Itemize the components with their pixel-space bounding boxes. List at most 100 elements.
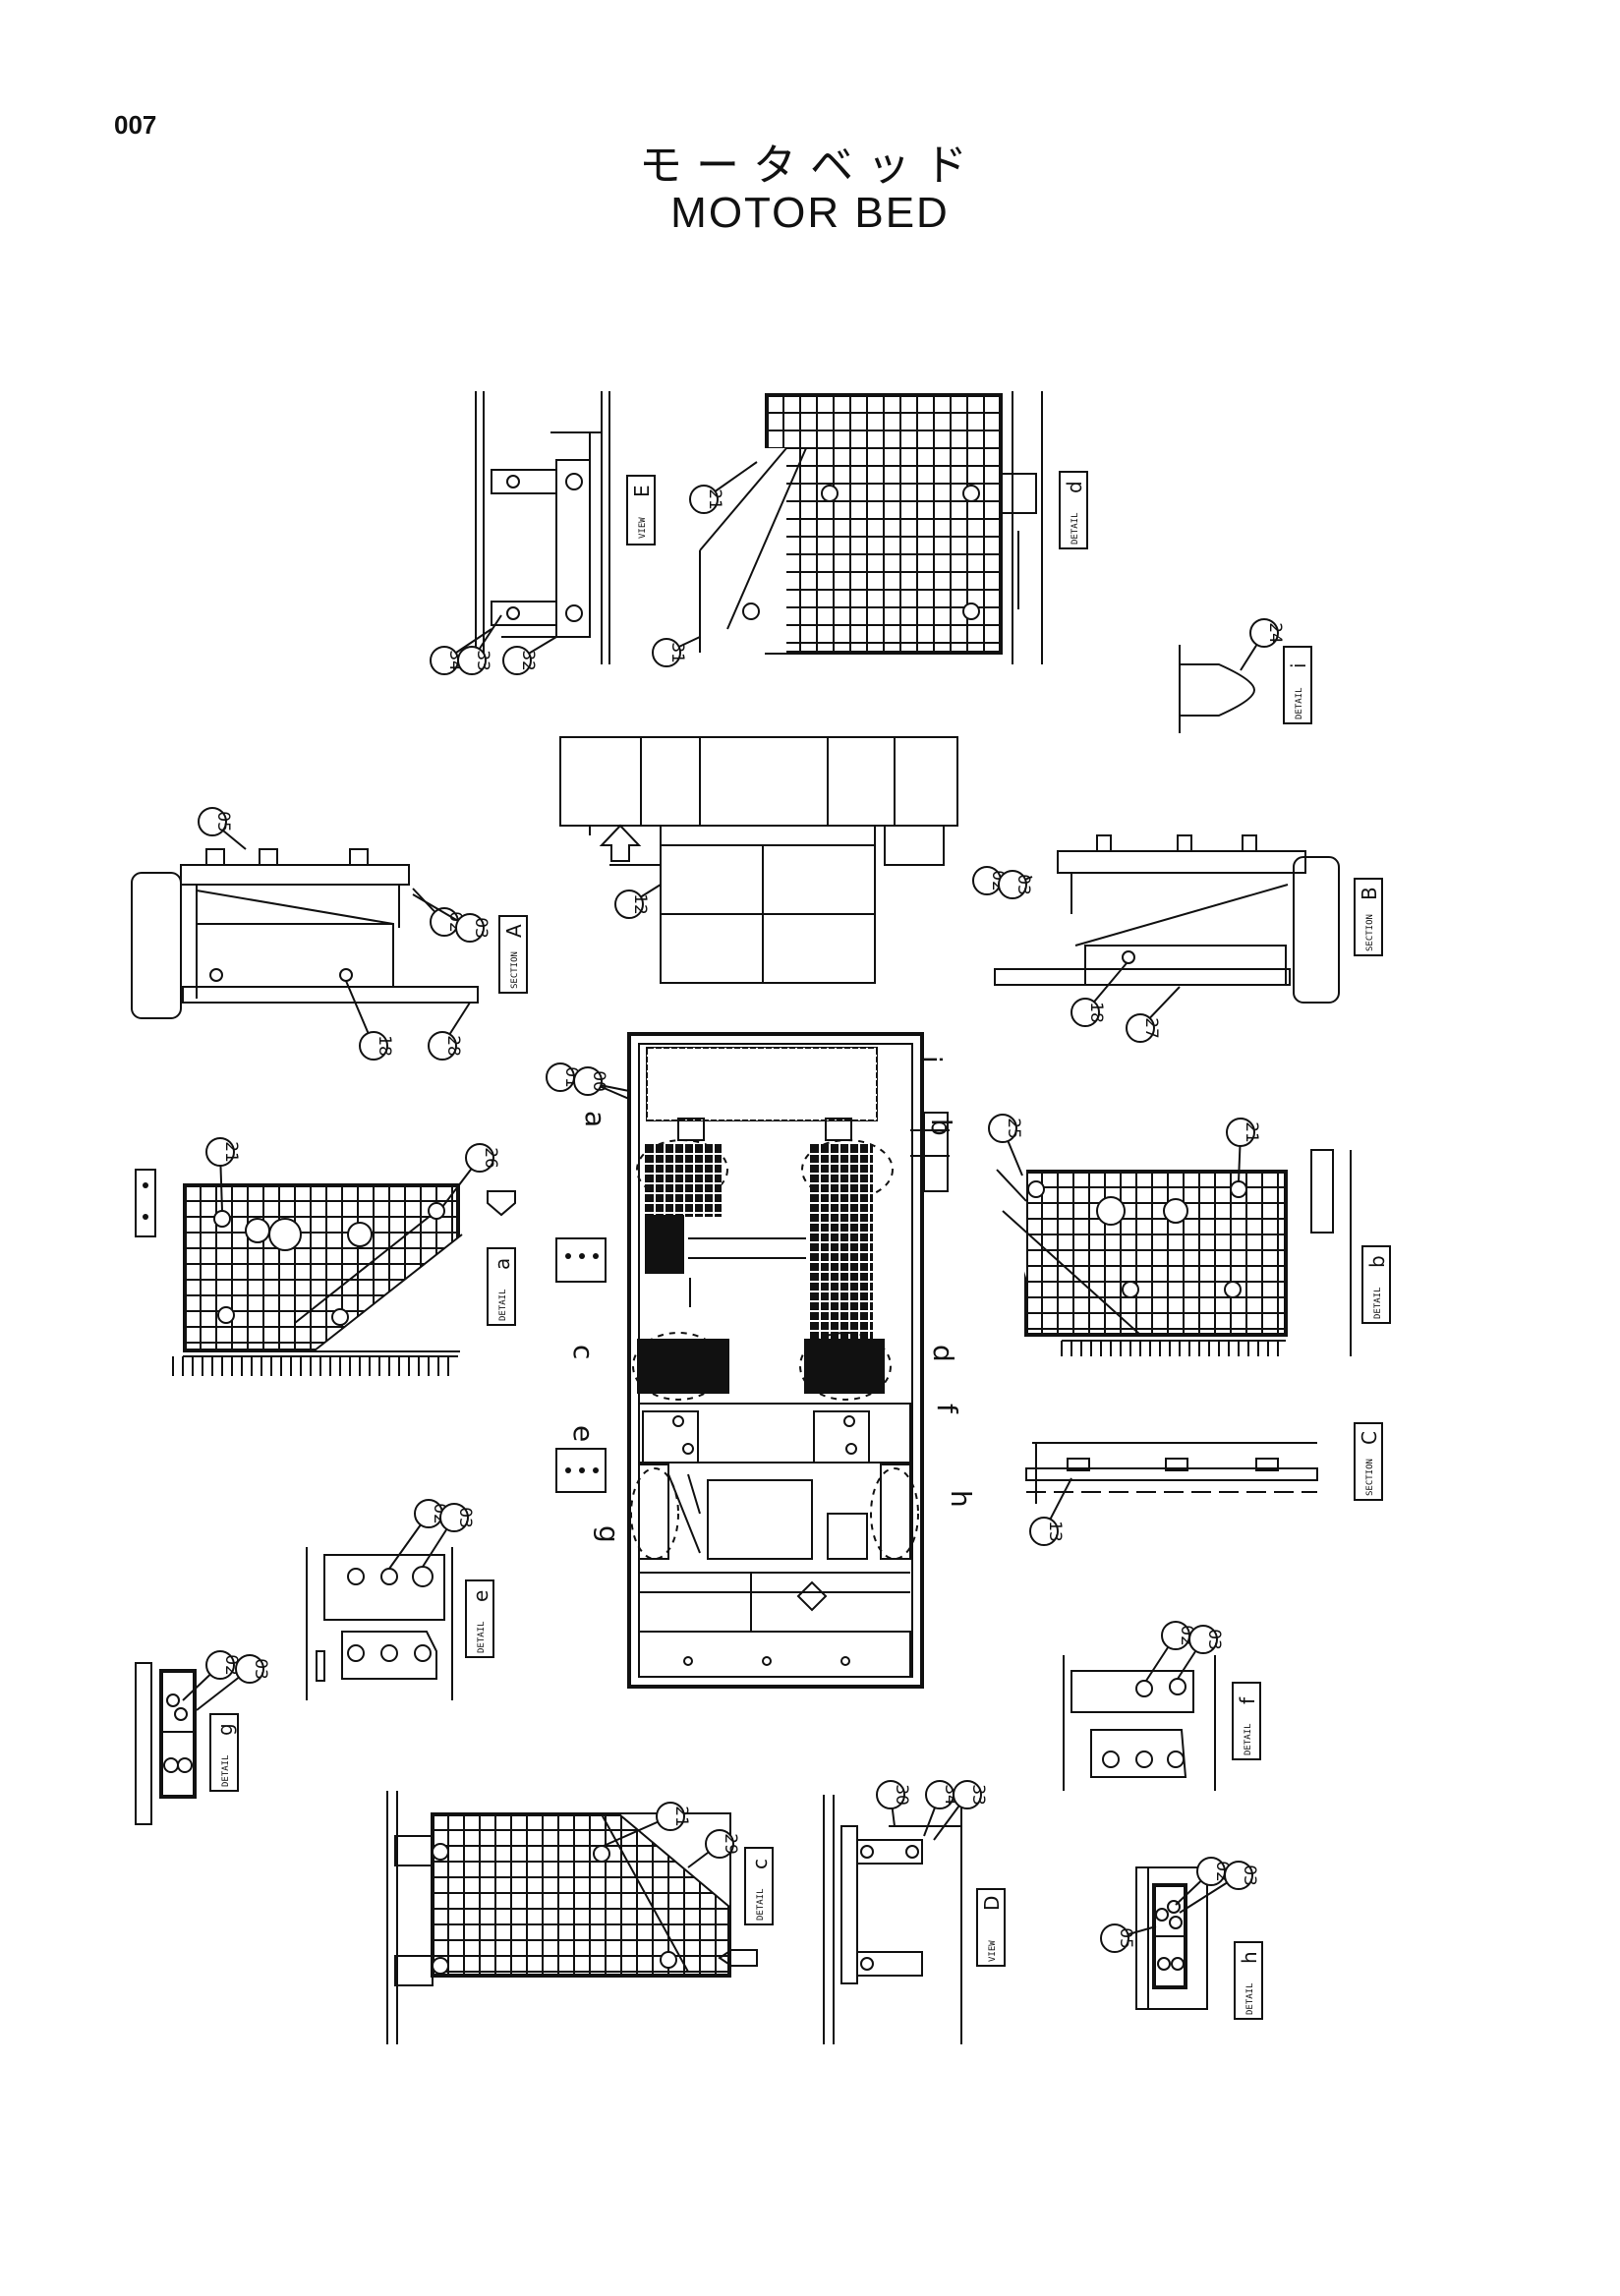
part-callout: 13	[1029, 1477, 1072, 1546]
part-callout: 21	[205, 1137, 241, 1212]
callout-number: 30	[892, 1784, 911, 1806]
part-callout: 31	[652, 636, 701, 667]
callout-number: 00	[589, 1070, 608, 1092]
tag-kind: DETAIL	[1373, 1287, 1383, 1319]
part-callout: 03	[196, 1654, 270, 1711]
callout-number: 18	[1086, 1002, 1106, 1023]
callout-circle	[876, 1780, 905, 1809]
part-callout: 03	[998, 870, 1033, 899]
callout-circle	[198, 807, 227, 836]
label-h: h	[945, 1490, 977, 1508]
callout-number: 33	[968, 1784, 988, 1806]
part-callout: 27	[1126, 986, 1181, 1043]
tag-kind: DETAIL	[1244, 1723, 1253, 1755]
tag-letter: D	[980, 1896, 1004, 1911]
part-callout: 32	[502, 636, 557, 675]
section-A	[131, 848, 479, 1019]
callout-number: 03	[1240, 1865, 1259, 1886]
callout-number: 03	[455, 1507, 475, 1528]
callout-circle	[502, 646, 532, 675]
tag-detail-e: DETAIL e	[465, 1579, 494, 1658]
callout-number: 05	[1116, 1927, 1135, 1949]
callout-number: 03	[1204, 1629, 1224, 1650]
top-plan	[559, 736, 958, 984]
callout-number: 21	[705, 488, 724, 510]
callout-circle	[573, 1066, 603, 1096]
part-callout: 03	[1177, 1625, 1224, 1680]
part-callout: 18	[345, 980, 394, 1061]
callout-number: 21	[671, 1806, 691, 1827]
tag-detail-g: DETAIL g	[209, 1713, 239, 1792]
callout-circle	[235, 1654, 264, 1684]
callout-circle	[953, 1780, 982, 1809]
section-C	[1025, 1442, 1318, 1504]
callout-number: 29	[721, 1833, 740, 1855]
part-callout: 24	[1240, 618, 1285, 671]
tag-kind: DETAIL	[477, 1621, 487, 1653]
label-g: g	[593, 1525, 625, 1543]
callout-circle	[465, 1143, 494, 1173]
part-callout: 05	[1100, 1923, 1157, 1953]
part-callout: 21	[689, 461, 758, 514]
part-callout: 05	[198, 807, 247, 850]
tag-letter: i	[1287, 662, 1310, 668]
tag-letter: C	[1358, 1431, 1381, 1445]
callout-number: 21	[221, 1141, 241, 1163]
tag-section-B: SECTION B	[1354, 878, 1383, 956]
callout-number: 12	[630, 893, 650, 915]
tag-letter: b	[1365, 1255, 1389, 1268]
label-d: d	[927, 1345, 959, 1362]
tag-kind: SECTION	[1365, 1459, 1375, 1496]
tag-letter: c	[748, 1859, 772, 1869]
tag-detail-f: DETAIL f	[1232, 1682, 1261, 1760]
tag-detail-h: DETAIL h	[1234, 1941, 1263, 2020]
callout-number: 31	[667, 642, 687, 663]
part-callout: 12	[614, 884, 662, 919]
detail-i	[1179, 645, 1256, 733]
tag-kind: SECTION	[1365, 914, 1375, 951]
callout-number: 24	[1265, 622, 1285, 644]
callout-number: 33	[473, 650, 492, 671]
part-callout: 33	[457, 614, 502, 675]
callout-number: 13	[1045, 1521, 1065, 1542]
part-callout: 03	[422, 1503, 475, 1568]
tag-kind: DETAIL	[1245, 1982, 1255, 2015]
page-number: 007	[114, 110, 157, 140]
callout-circle	[705, 1829, 734, 1859]
detail-a	[135, 1169, 516, 1376]
callout-circle	[205, 1137, 235, 1167]
callout-circle	[1029, 1517, 1059, 1546]
tag-kind: DETAIL	[1295, 687, 1304, 719]
callout-circle	[1226, 1118, 1255, 1147]
callout-circle	[988, 1114, 1017, 1143]
tag-letter: g	[213, 1723, 237, 1736]
callout-circle	[455, 913, 485, 943]
part-callout: 03	[1179, 1861, 1259, 1914]
callout-circle	[1126, 1013, 1155, 1043]
callout-circle	[656, 1802, 685, 1831]
part-callout: 25	[988, 1114, 1023, 1177]
part-callout: 03	[412, 893, 491, 943]
tag-detail-d: DETAIL d	[1059, 471, 1088, 549]
detail-b	[993, 1149, 1352, 1356]
callout-circle	[1188, 1625, 1218, 1654]
callout-number: 21	[1242, 1121, 1261, 1143]
tag-letter: e	[469, 1590, 492, 1602]
view-D	[823, 1795, 962, 2044]
tag-detail-a: DETAIL a	[487, 1247, 516, 1326]
callout-number: 03	[251, 1658, 270, 1680]
callout-circle	[205, 1650, 235, 1680]
tag-letter: f	[1236, 1696, 1259, 1704]
part-callout: 02	[388, 1499, 449, 1570]
label-f: f	[931, 1404, 963, 1414]
callout-circle	[1070, 998, 1100, 1027]
tag-kind: DETAIL	[221, 1754, 231, 1787]
callout-number: 03	[471, 917, 491, 939]
detail-e	[306, 1547, 453, 1700]
tag-detail-c: DETAIL c	[744, 1847, 774, 1925]
callout-circle	[614, 890, 644, 919]
part-callout: 28	[428, 1002, 471, 1061]
label-e: e	[567, 1425, 600, 1442]
callout-circle	[689, 485, 719, 514]
